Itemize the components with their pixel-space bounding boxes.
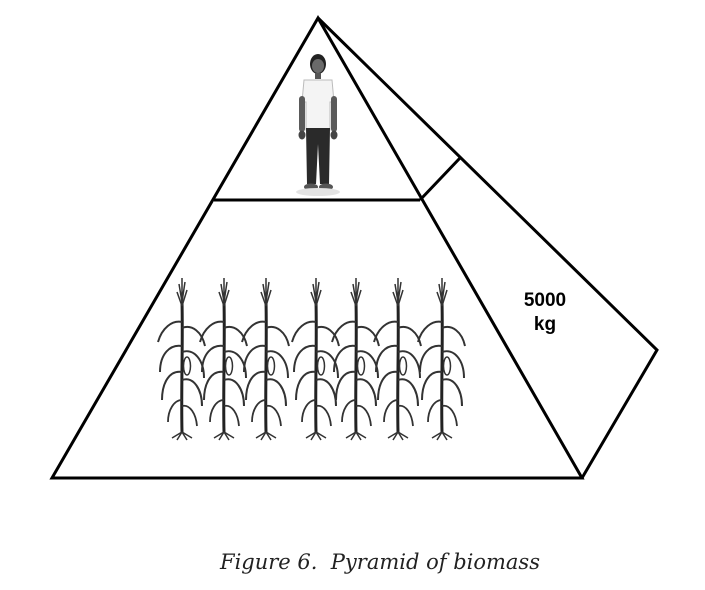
corn-stalk-icon — [372, 276, 423, 442]
figure-caption: Figure 6. Pyramid of biomass — [0, 550, 705, 574]
corn-stalk-icon — [416, 276, 467, 442]
human-figure-icon — [296, 54, 340, 196]
figure-caption-title: Pyramid of biomass — [330, 550, 540, 574]
pyramid-side-divider — [418, 156, 462, 202]
pyramid-side-face — [316, 16, 659, 479]
corn-stalk-icon — [290, 276, 341, 442]
corn-stalk-icon — [198, 276, 249, 442]
side-mass-label-unit: kg — [534, 314, 556, 335]
corn-stalk-icon — [156, 276, 207, 442]
corn-plant-row — [156, 276, 467, 442]
side-mass-label-value: 5000 — [524, 290, 566, 311]
corn-stalk-icon — [240, 276, 291, 442]
corn-stalk-icon — [330, 276, 381, 442]
figure-caption-label: Figure 6. — [220, 550, 318, 574]
pyramid-front-face — [49, 14, 585, 480]
